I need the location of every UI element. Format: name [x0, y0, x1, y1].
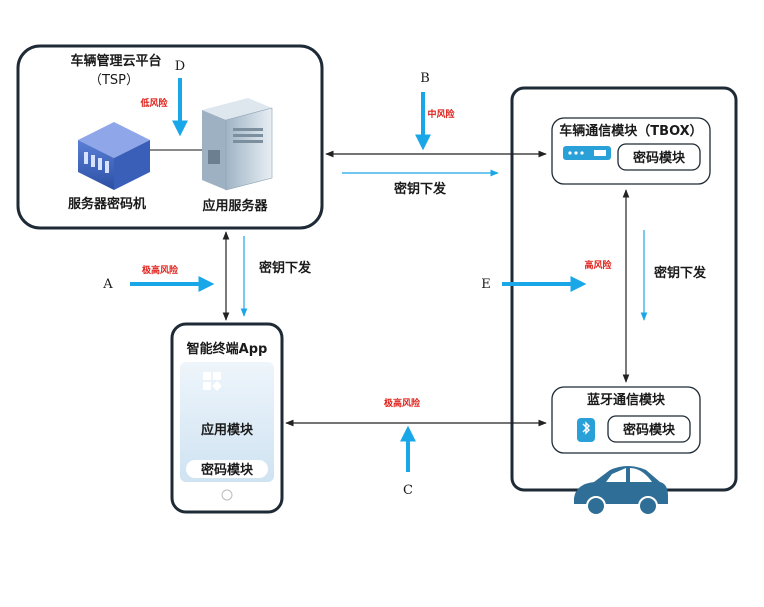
bluetooth-title: 蓝牙通信模块	[587, 392, 666, 408]
app-server-icon	[202, 98, 273, 191]
attack-e-letter: E	[481, 277, 491, 292]
car-icon	[574, 466, 668, 516]
attack-a-letter: A	[102, 277, 113, 292]
terminal-title: 智能终端App	[187, 341, 268, 357]
tbox-title: 车辆通信模块（TBOX）	[559, 123, 702, 139]
bluetooth-crypto-module: 密码模块	[622, 422, 676, 438]
attack-b-risk: 中风险	[427, 108, 455, 120]
attack-b: B 中风险	[415, 71, 455, 151]
app-grid-icon	[203, 372, 222, 391]
attack-b-letter: B	[420, 71, 430, 86]
attack-e: E 高风险	[481, 259, 612, 292]
bluetooth-module: 蓝牙通信模块 密码模块	[551, 386, 701, 454]
tsp-subtitle: （TSP）	[89, 73, 139, 88]
app-server-label: 应用服务器	[202, 198, 268, 214]
key-delivery-top-label: 密钥下发	[393, 181, 447, 197]
attack-c-risk: 极高风险	[384, 397, 421, 409]
key-delivery-left-label: 密钥下发	[258, 260, 312, 276]
router-icon	[563, 146, 611, 160]
tbox-module: 车辆通信模块（TBOX） 密码模块	[551, 117, 711, 185]
tsp-platform: 车辆管理云平台 （TSP） 服务器密码机 应用服务器	[16, 44, 324, 230]
key-delivery-right-label: 密钥下发	[653, 265, 707, 281]
attack-d-letter: D	[175, 59, 185, 74]
terminal-app-module: 应用模块	[201, 422, 254, 438]
attack-a-risk: 极高风险	[142, 264, 179, 276]
bluetooth-icon	[577, 418, 595, 442]
attack-e-risk: 高风险	[584, 259, 612, 271]
attack-c-letter: C	[403, 483, 413, 498]
attack-d: D 低风险	[139, 59, 188, 137]
hsm-label: 服务器密码机	[68, 196, 146, 212]
terminal-crypto-module: 密码模块	[200, 462, 254, 478]
attack-a: A 极高风险	[102, 264, 215, 292]
tbox-crypto-module: 密码模块	[632, 150, 686, 166]
hsm-icon	[78, 122, 150, 190]
smart-terminal-phone: 智能终端App 应用模块 密码模块	[170, 322, 284, 514]
vehicle-frame: 车辆通信模块（TBOX） 密码模块 蓝牙通信模块 密码模块	[510, 86, 738, 516]
tsp-title: 车辆管理云平台	[70, 53, 161, 69]
attack-d-risk: 低风险	[139, 97, 168, 109]
attack-c: C 极高风险	[384, 397, 421, 498]
